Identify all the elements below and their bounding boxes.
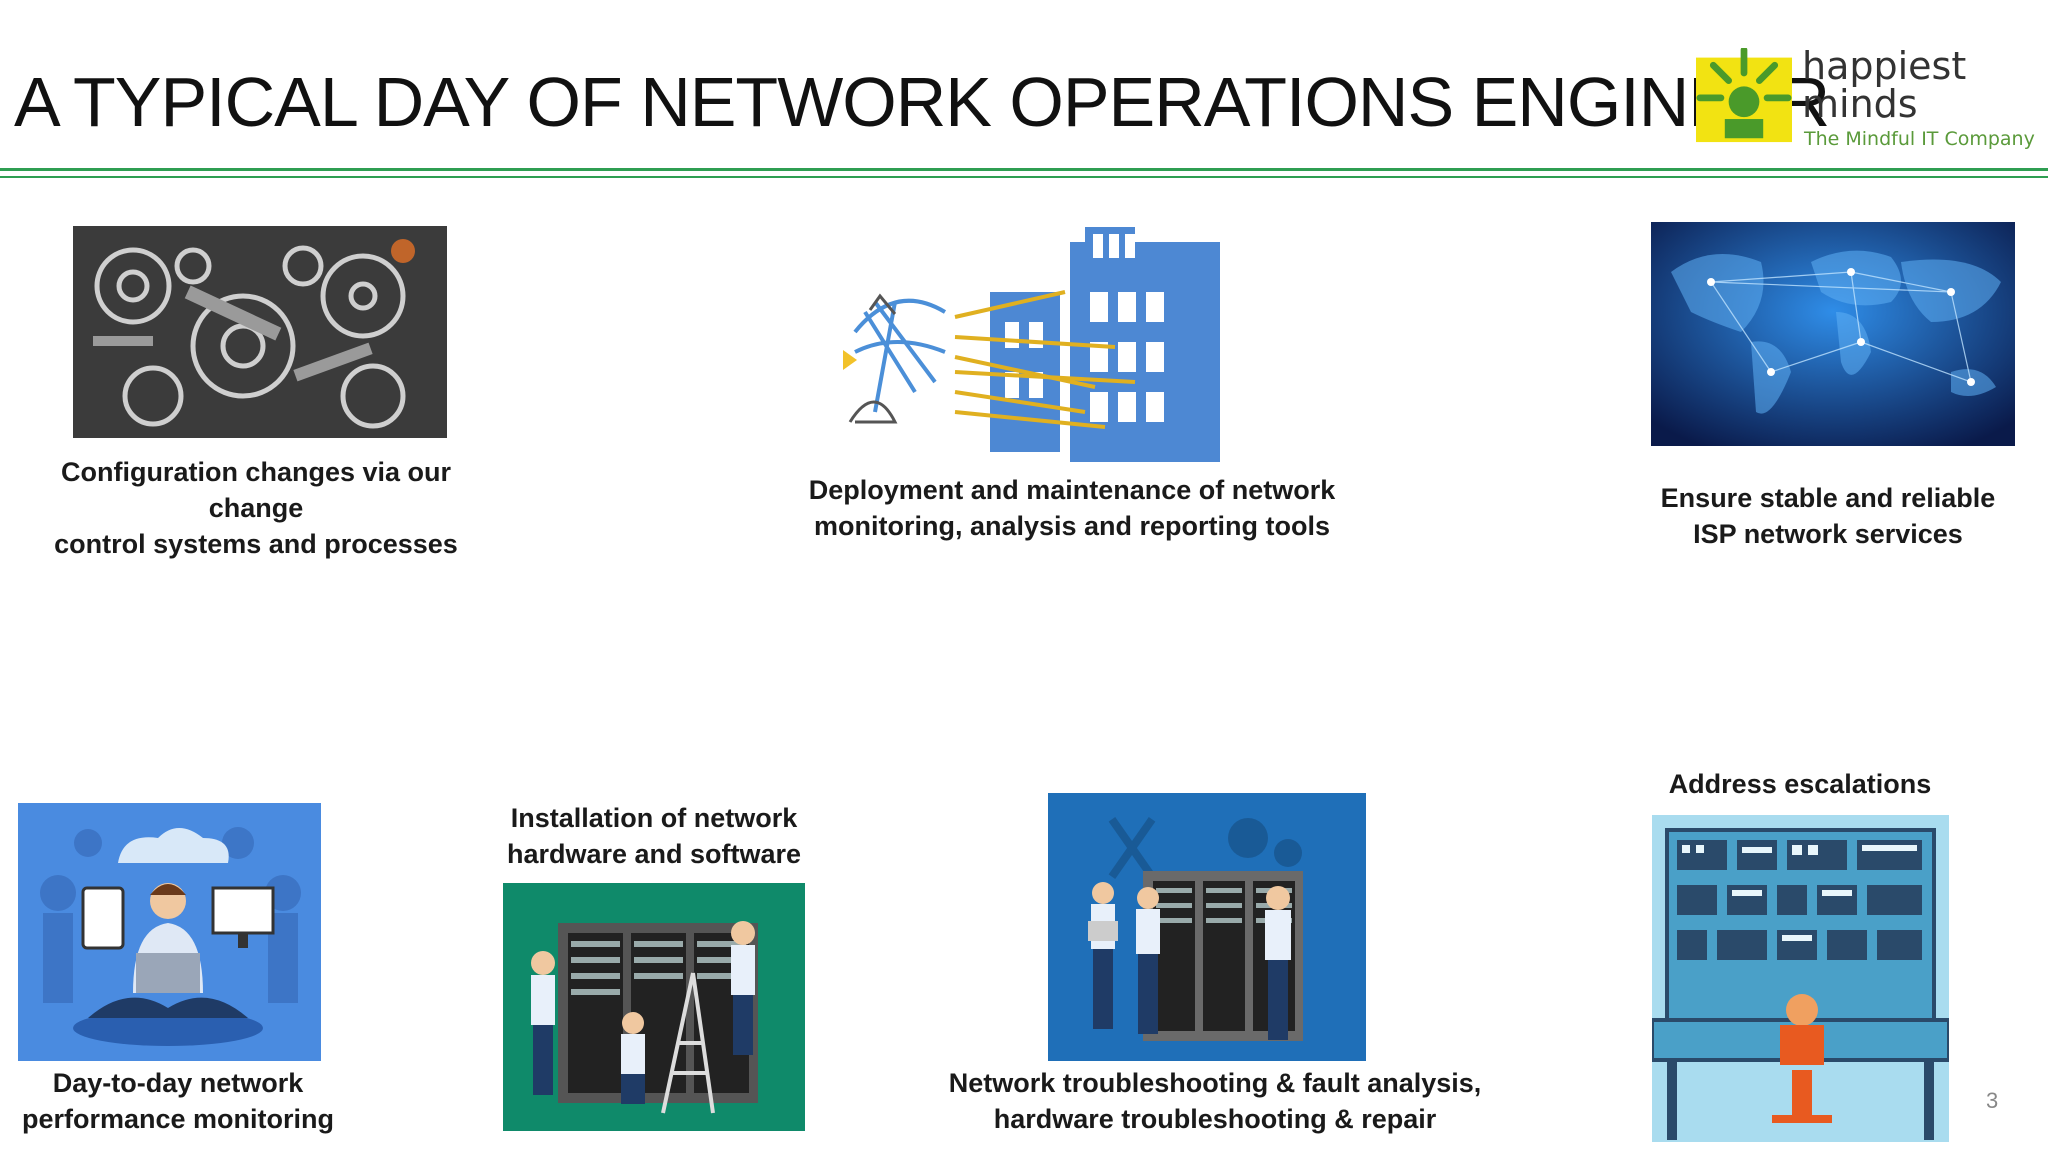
sun-logo-icon [1696,48,1792,143]
page-number: 3 [1986,1088,1999,1113]
caption-installation: Installation of network hardware and sof… [506,803,802,869]
server-rack-technicians-icon [503,883,805,1131]
caption-troubleshooting: Network troubleshooting & fault analysis… [948,1068,1482,1134]
title-divider-top [0,168,2048,171]
server-room-engineers-icon [1048,793,1366,1061]
title-divider-bottom [0,176,2048,178]
slide-title: A TYPICAL DAY OF NETWORK OPERATIONS ENGI… [14,63,1830,141]
caption-escalations: Address escalations [1668,769,1932,799]
control-panel-operator-icon [1652,815,1949,1142]
logo-text-minds: minds [1802,82,1918,126]
world-network-icon [1651,222,2015,446]
logo-text-happiest: happiest [1802,44,1967,88]
caption-configuration-changes: Configuration changes via our change con… [54,457,458,559]
logo-tagline: The Mindful IT Company [1804,128,2035,150]
machine-parts-icon [73,226,447,438]
caption-performance-monitoring: Day-to-day network performance monitorin… [21,1068,335,1134]
caption-deployment-tools: Deployment and maintenance of network mo… [808,475,1336,541]
data-warehouse-icon [835,222,1235,468]
caption-isp-services: Ensure stable and reliable ISP network s… [1660,483,1996,549]
happiest-minds-logo: happiest minds The Mindful IT Company [1690,38,2035,150]
cloud-laptop-user-icon [18,803,321,1061]
